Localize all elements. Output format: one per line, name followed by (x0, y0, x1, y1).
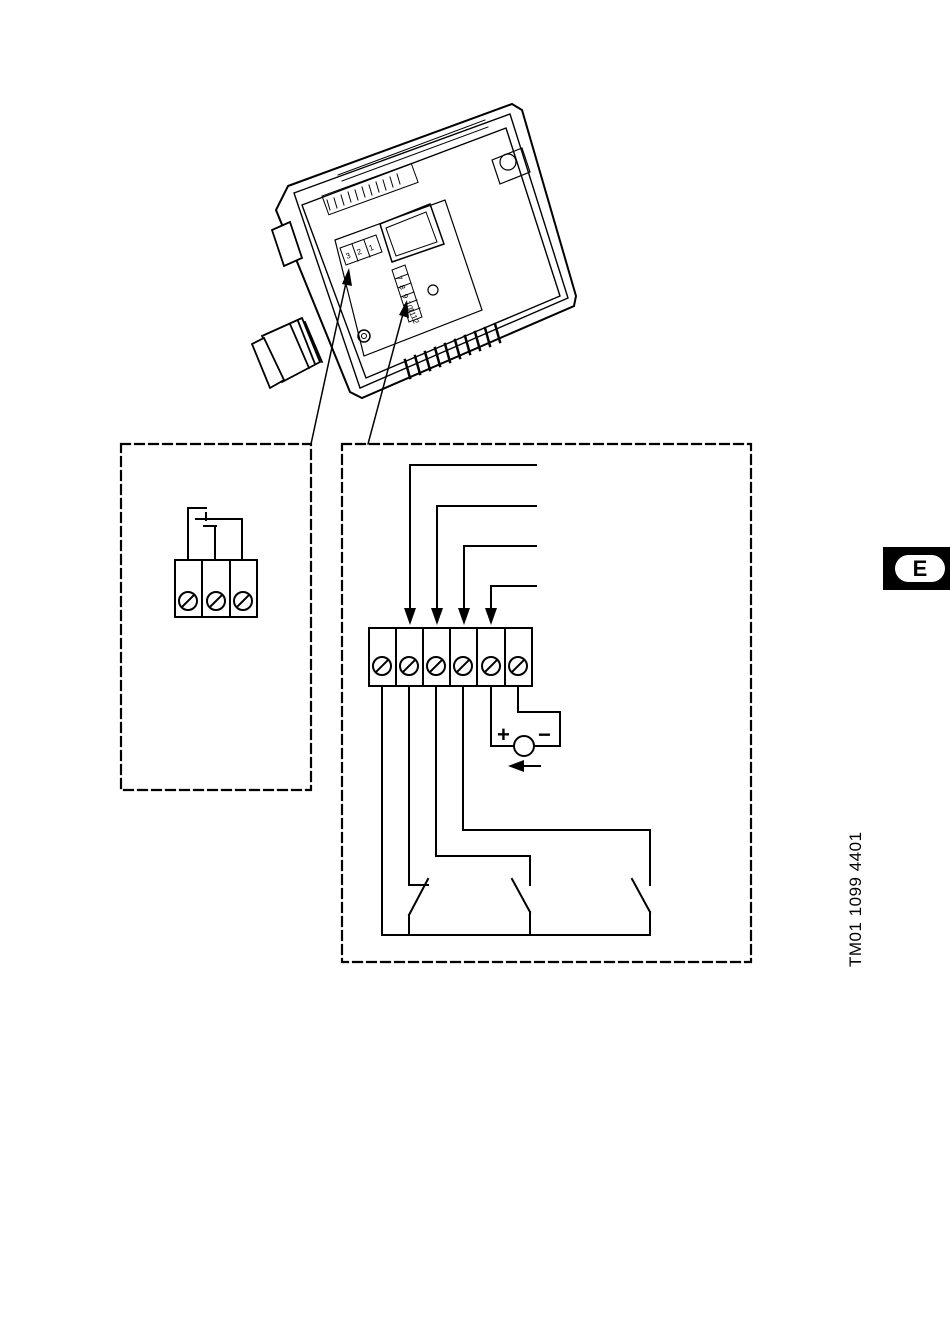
incoming-signal-lines (404, 465, 536, 625)
cable-gland (252, 318, 322, 388)
relay-terminal-block (175, 560, 257, 617)
screw-terminal-icon (400, 657, 418, 675)
screw-terminal-icon (207, 592, 225, 610)
section-tab: E (883, 547, 950, 590)
sensor-minus-sign: − (538, 722, 551, 747)
arrow-icon (458, 608, 470, 625)
arrow-icon (508, 760, 524, 772)
switch-contact-wiring (382, 686, 650, 935)
section-tab-label: E (895, 555, 945, 582)
screw-terminal-icon (179, 592, 197, 610)
relay-contact-icon (188, 508, 242, 560)
input-wiring-detail-box (342, 444, 751, 962)
switch-contact-icon (409, 879, 428, 935)
input-terminal-block (369, 628, 532, 686)
switch-contact-icon (632, 879, 650, 935)
sensor-plus-sign: + (497, 722, 510, 747)
screw-terminal-icon (454, 657, 472, 675)
screw-terminal-icon (427, 657, 445, 675)
control-module-illustration: 3 2 1 7 8 9 10 11 12 (252, 104, 576, 398)
drawing-code: TM01 1099 4401 (846, 831, 866, 967)
arrow-icon (431, 608, 443, 625)
screw-terminal-icon (509, 657, 527, 675)
sensor-icon (514, 736, 534, 756)
arrow-icon (485, 608, 497, 625)
screw-terminal-icon (373, 657, 391, 675)
screw-terminal-icon (234, 592, 252, 610)
switch-contact-icon (512, 879, 530, 935)
arrow-icon (404, 608, 416, 625)
screw-terminal-icon (482, 657, 500, 675)
